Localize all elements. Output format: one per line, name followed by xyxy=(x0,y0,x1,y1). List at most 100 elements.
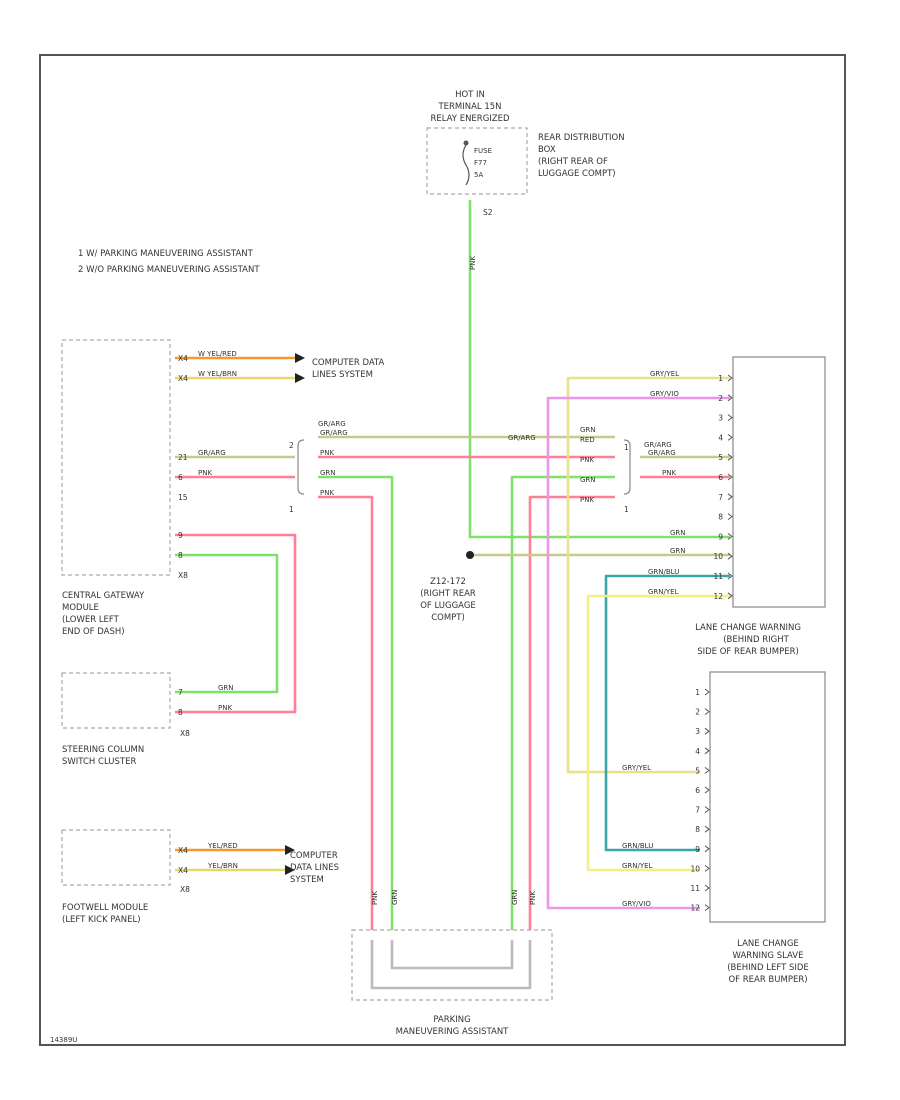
cgm-pin-6: 9 xyxy=(178,531,183,540)
wire-splice-right-pnk xyxy=(528,495,615,930)
lcw-slave-pin-7: 7 xyxy=(695,806,700,815)
lcw-slave-label-4: OF REAR BUMPER) xyxy=(728,975,807,985)
lcw-master-pin-7: 7 xyxy=(718,493,723,502)
lcw-master-pin-1: 1 xyxy=(718,374,723,383)
rdb-line-2: BOX xyxy=(538,145,556,155)
fuse-line-1: FUSE xyxy=(474,147,492,155)
computer-data-lines-bottom: COMPUTER DATA LINES SYSTEM xyxy=(290,851,339,885)
lcw-slave-pin-mark-1 xyxy=(704,688,710,696)
lcw-master-pin-12: 12 xyxy=(713,592,723,601)
steering-connector: X8 xyxy=(180,729,190,738)
fuse-title-3: RELAY ENERGIZED xyxy=(430,114,510,124)
pma-wire-3: GRN xyxy=(511,889,519,905)
lcw-master-pin-mark-8 xyxy=(727,513,733,520)
arrow-cgm-1 xyxy=(295,353,305,363)
lcw-slave-pin-9: 9 xyxy=(695,845,700,854)
cgm-label-4: END OF DASH) xyxy=(62,627,125,637)
lcw-master-pin-11: 11 xyxy=(713,572,723,581)
cgm-connector: X8 xyxy=(178,571,188,580)
lcw-master-wire-2: GRY/VIO xyxy=(650,390,679,398)
ground-line-3: OF LUGGAGE xyxy=(420,601,476,611)
fuse-pin: S2 xyxy=(483,208,493,217)
lcw-master-pin-mark-1 xyxy=(727,374,733,382)
splice-left-wire-4: PNK xyxy=(320,489,334,497)
lcw-master-pin-mark-9 xyxy=(727,533,733,540)
splice-right-bracket xyxy=(623,439,631,495)
cgm-wire-2: W YEL/BRN xyxy=(198,370,237,378)
lcw-master-wire-3: GR/ARG xyxy=(648,449,676,457)
lcw-slave-wire-3: GRN/YEL xyxy=(622,862,653,870)
wire-splice-right-grn xyxy=(510,475,615,930)
lcw-slave-pin-2: 2 xyxy=(695,708,700,717)
lcw-master-wire-1: GRY/YEL xyxy=(650,370,679,378)
splice-right-label: GR/ARG xyxy=(644,441,672,449)
cgm-label-1: CENTRAL GATEWAY xyxy=(62,591,145,601)
lcw-master-pin-mark-4 xyxy=(727,434,733,441)
wire-cgm-steer-grn xyxy=(175,553,279,694)
splice-left-pin-1: 2 xyxy=(289,441,294,450)
central-gateway-module: X4 X4 21 6 15 9 8 X8 W YEL/RED W YEL/BRN… xyxy=(61,339,237,637)
ground-line-2: (RIGHT REAR xyxy=(420,589,476,599)
cdl-top-2: LINES SYSTEM xyxy=(312,370,373,380)
ground-line-4: COMPT) xyxy=(431,613,465,623)
lcw-master-wire-5: GRN xyxy=(670,529,686,537)
lcw-slave-pin-mark-12 xyxy=(704,904,710,911)
lcw-master-pin-mark-12 xyxy=(727,592,733,600)
lcw-master-pin-4: 4 xyxy=(718,433,723,442)
rdb-line-1: REAR DISTRIBUTION xyxy=(538,133,625,143)
lcw-slave-wire-1: GRY/YEL xyxy=(622,764,651,772)
fuse-line-2: F77 xyxy=(474,159,487,167)
fuse-title-2: TERMINAL 15N xyxy=(437,102,501,112)
arrow-fw-1 xyxy=(285,845,295,855)
note-1: 1 W/ PARKING MANEUVERING ASSISTANT xyxy=(78,249,254,259)
splice-left-label: GR/ARG xyxy=(318,420,346,428)
wire-cgm-steer-pnk xyxy=(175,533,297,714)
lcw-slave-pin-mark-2 xyxy=(704,708,710,715)
lcw-master-label-3: SIDE OF REAR BUMPER) xyxy=(697,647,799,657)
lcw-master-pin-6: 6 xyxy=(718,473,723,482)
cdl-bottom-2: DATA LINES xyxy=(290,863,339,873)
footwell-module: X4 X4 X8 YEL/RED YEL/BRN FOOTWELL MODULE… xyxy=(61,829,238,925)
rdb-line-3: (RIGHT REAR OF xyxy=(538,157,608,167)
rear-distribution-box-label: REAR DISTRIBUTION BOX (RIGHT REAR OF LUG… xyxy=(538,133,625,179)
lcw-slave-pin-mark-11 xyxy=(704,884,710,892)
wire-pma-internal-2 xyxy=(390,940,514,970)
wire-gry-vio xyxy=(546,396,730,910)
steering-column-switch-cluster: 7 8 X8 GRN PNK STEERING COLUMN SWITCH CL… xyxy=(61,672,234,767)
lcw-master-pin-mark-7 xyxy=(727,493,733,501)
lcw-master-pin-mark-10 xyxy=(727,552,733,560)
lcw-slave-pin-6: 6 xyxy=(695,786,700,795)
splice-right-wire-2: RED xyxy=(580,436,595,444)
splice-left-wire-3: GRN xyxy=(320,469,336,477)
lcw-slave-box xyxy=(709,671,826,923)
wire-splice-left-pnk xyxy=(318,495,374,930)
lcw-master-label-1: LANE CHANGE WARNING xyxy=(695,623,801,633)
lcw-slave-label-3: (BEHIND LEFT SIDE xyxy=(727,963,809,973)
parking-maneuvering-assistant: PNK GRN GRN PNK PARKING MANEUVERING ASSI… xyxy=(351,889,553,1037)
footwell-pin-1: X4 xyxy=(178,846,188,855)
lcw-slave-pin-mark-8 xyxy=(704,825,710,833)
cgm-pin-1: X4 xyxy=(178,354,188,363)
footwell-wire-2: YEL/BRN xyxy=(207,862,238,870)
fuse-box xyxy=(426,127,528,195)
footwell-wire-1: YEL/RED xyxy=(207,842,238,850)
lcw-slave-label-1: LANE CHANGE xyxy=(737,939,799,949)
ground-label: Z12-172 (RIGHT REAR OF LUGGAGE COMPT) xyxy=(420,577,476,623)
footwell-pin-2: X4 xyxy=(178,866,188,875)
lcw-slave-pin-11: 11 xyxy=(690,884,700,893)
cgm-wire-3: GR/ARG xyxy=(198,449,226,457)
splice-right: GR/ARG GRN RED PNK GRN PNK GR/ARG 1 1 xyxy=(508,426,672,514)
cgm-pin-4: 6 xyxy=(178,473,183,482)
splice-right-mid-label: GR/ARG xyxy=(508,434,536,442)
diagram-frame xyxy=(39,54,846,1046)
wire-fuse-feed xyxy=(468,200,730,539)
lcw-master-wire-7: GRN/BLU xyxy=(648,568,679,576)
splice-left-wire-1: GR/ARG xyxy=(320,429,348,437)
ground-dot xyxy=(466,551,474,559)
lcw-slave-pin-mark-6 xyxy=(704,786,710,794)
